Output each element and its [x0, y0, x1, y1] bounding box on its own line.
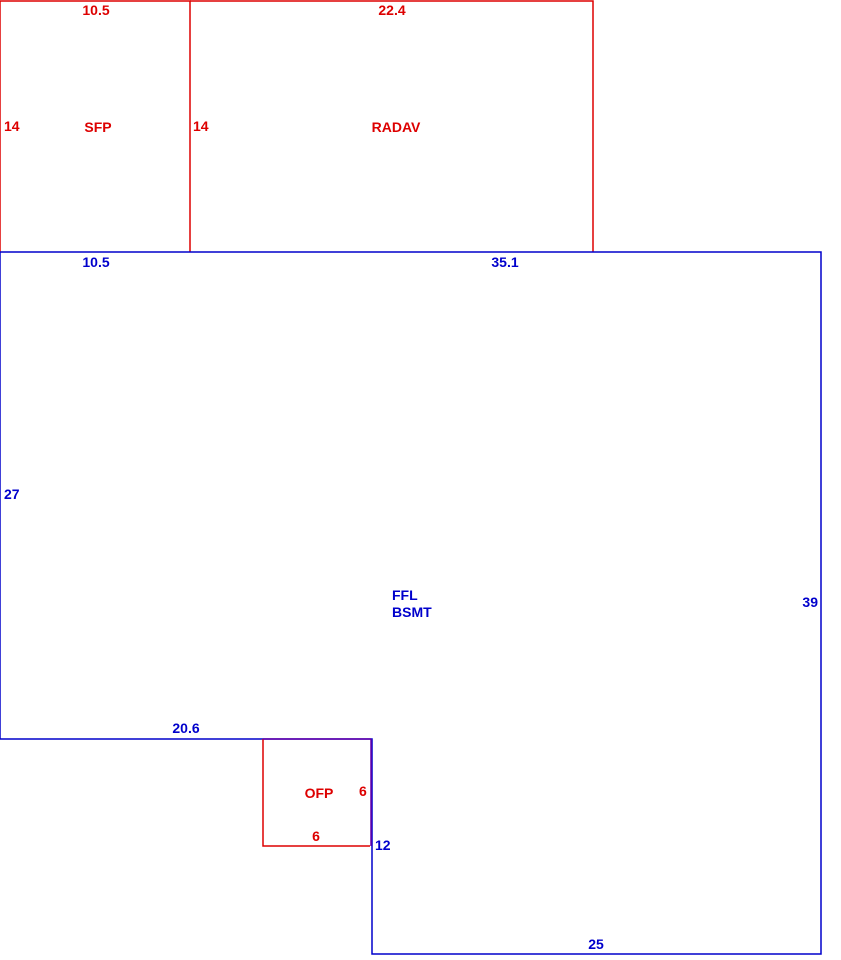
sfp-top-dimension: 10.5 [82, 2, 109, 18]
radav-area: 22.4 14 RADAV [190, 0, 594, 252]
main-top-left-dimension: 10.5 [82, 254, 109, 270]
ofp-area: OFP 6 6 [262, 738, 372, 847]
radav-left-dimension: 14 [193, 118, 209, 134]
main-outline [0, 251, 822, 955]
radav-top-dimension: 22.4 [378, 2, 405, 18]
main-left-dimension: 27 [4, 486, 20, 502]
radav-label: RADAV [372, 119, 421, 135]
main-bottom-dimension: 25 [588, 936, 604, 952]
ofp-right-dimension: 6 [359, 783, 367, 799]
main-notch-top-dimension: 20.6 [172, 720, 199, 736]
ofp-outline [262, 739, 370, 847]
radav-outline [190, 0, 594, 252]
sfp-label: SFP [84, 119, 111, 135]
main-top-dimension: 35.1 [491, 254, 518, 270]
main-label-line1: FFL [392, 587, 418, 603]
ofp-label: OFP [305, 785, 334, 801]
ofp-bottom-dimension: 6 [312, 828, 320, 844]
sfp-left-dimension: 14 [4, 118, 20, 134]
main-label-line2: BSMT [392, 604, 432, 620]
sfp-area: 10.5 14 SFP [0, 0, 191, 252]
sfp-outline [0, 0, 191, 252]
main-right-dimension: 39 [802, 594, 818, 610]
main-area: 10.5 35.1 27 39 FFL BSMT 20.6 12 25 [0, 251, 822, 955]
main-notch-side-dimension: 12 [375, 837, 391, 853]
